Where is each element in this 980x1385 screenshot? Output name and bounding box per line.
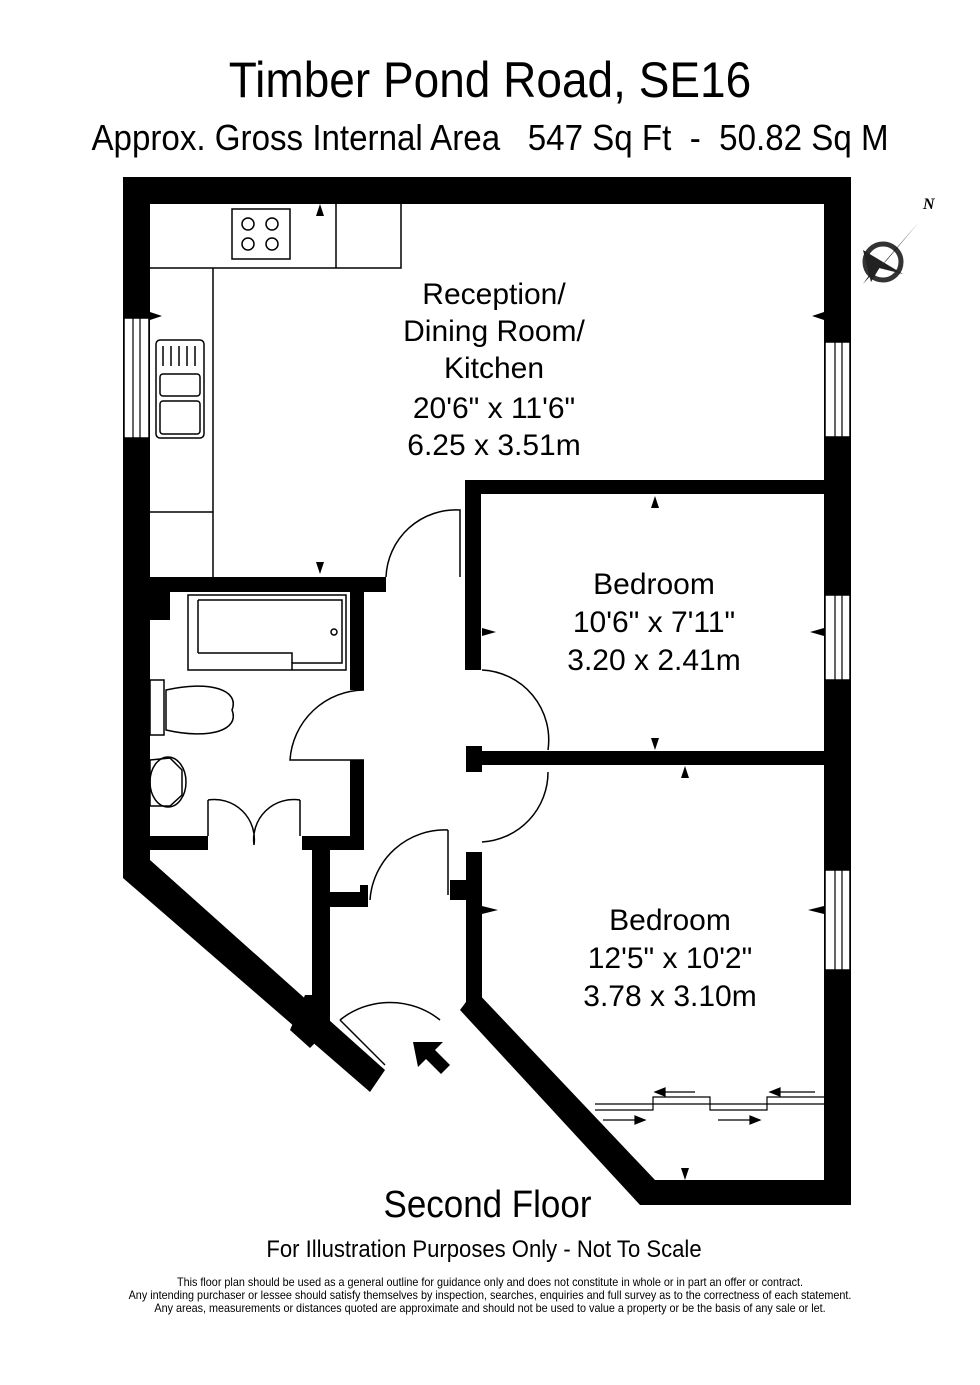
entrance-arrow-icon	[413, 1042, 450, 1074]
floor-label: Second Floor	[383, 1184, 592, 1226]
disclaimer-line: Any intending purchaser or lessee should…	[128, 1288, 852, 1302]
windows	[123, 317, 851, 971]
sliding-wardrobe	[595, 1087, 824, 1125]
interior-walls	[150, 480, 851, 1048]
measurement-markers	[150, 204, 824, 1180]
compass-north-label: N	[922, 196, 936, 213]
svg-text:Bedroom: Bedroom	[609, 904, 731, 937]
gross-internal-area: Approx. Gross Internal Area 547 Sq Ft - …	[91, 117, 889, 158]
outer-walls	[123, 177, 851, 1205]
svg-text:6.25 x 3.51m: 6.25 x 3.51m	[407, 429, 580, 462]
doors	[207, 509, 550, 1066]
kitchen-units	[150, 204, 402, 577]
compass-rose-icon: N	[862, 196, 936, 284]
svg-text:12'5" x 10'2": 12'5" x 10'2"	[588, 942, 753, 975]
disclaimer-line: This floor plan should be used as a gene…	[176, 1275, 804, 1289]
svg-text:20'6" x 11'6": 20'6" x 11'6"	[413, 392, 575, 425]
svg-text:Dining Room/: Dining Room/	[403, 315, 585, 348]
property-title: Timber Pond Road, SE16	[228, 52, 752, 108]
bathroom-fittings	[149, 594, 347, 808]
room-bedroom-1-label: Bedroom 10'6" x 7'11" 3.20 x 2.41m	[567, 568, 740, 677]
svg-text:Bedroom: Bedroom	[593, 568, 715, 601]
room-bedroom-2-label: Bedroom 12'5" x 10'2" 3.78 x 3.10m	[583, 904, 756, 1013]
disclaimer-line: Any areas, measurements or distances quo…	[154, 1301, 826, 1315]
illustration-note: For Illustration Purposes Only - Not To …	[266, 1236, 702, 1263]
svg-text:Kitchen: Kitchen	[444, 352, 544, 385]
disclaimer: This floor plan should be used as a gene…	[49, 1276, 931, 1315]
svg-text:3.20 x 2.41m: 3.20 x 2.41m	[567, 644, 740, 677]
svg-text:Reception/: Reception/	[422, 278, 566, 311]
svg-text:10'6" x 7'11": 10'6" x 7'11"	[573, 606, 735, 639]
room-reception-label: Reception/ Dining Room/ Kitchen 20'6" x …	[403, 278, 585, 462]
svg-text:3.78 x 3.10m: 3.78 x 3.10m	[583, 980, 756, 1013]
